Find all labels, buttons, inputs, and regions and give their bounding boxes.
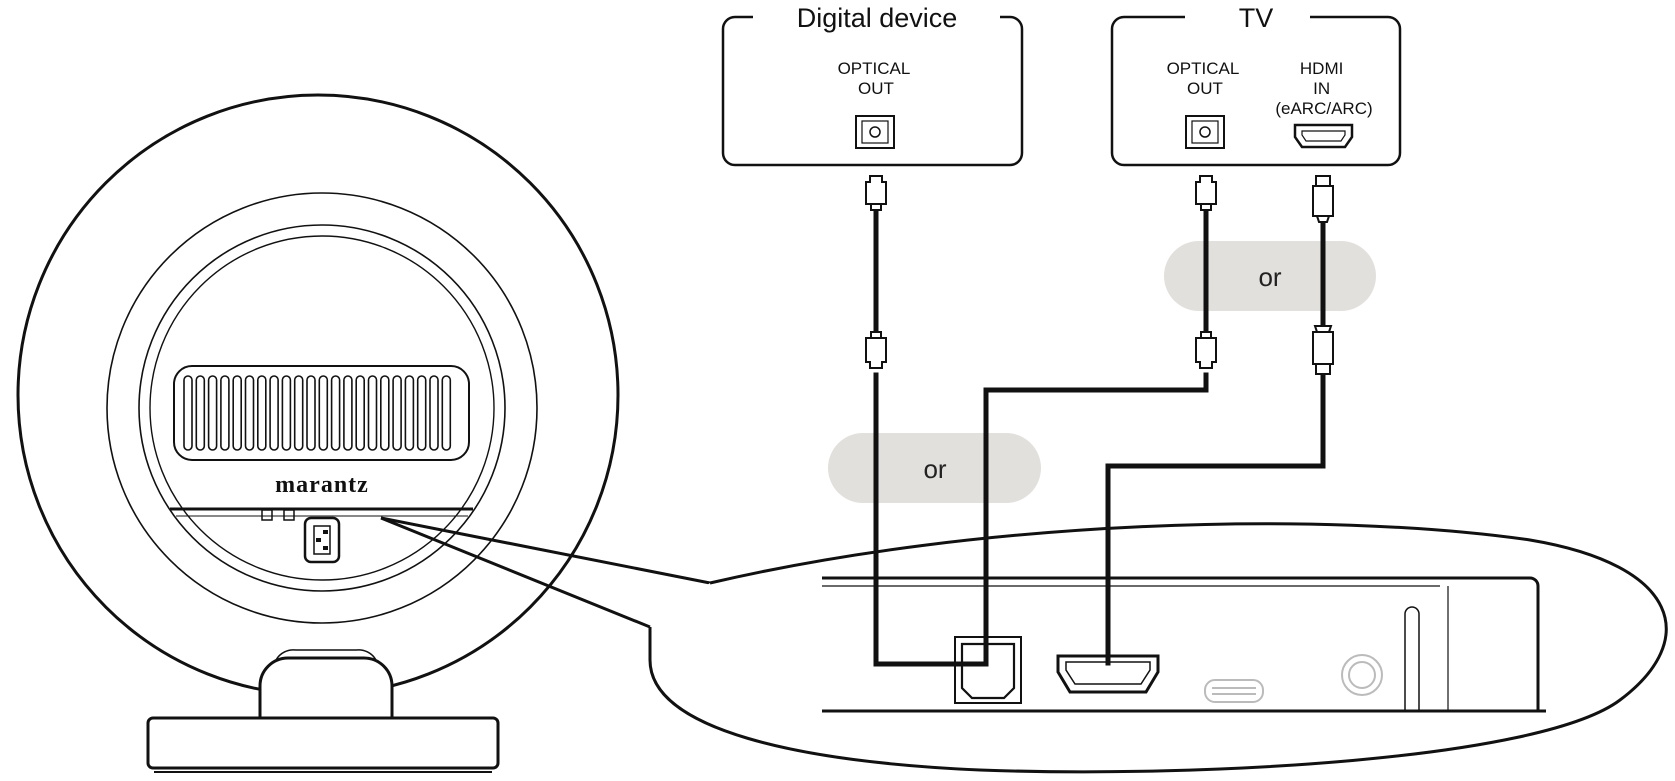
or-pill-tv: or — [1164, 241, 1376, 311]
hdmi-plug-icon — [1312, 325, 1334, 375]
speaker-base — [146, 716, 500, 770]
zoom-ellipse — [648, 522, 1668, 774]
speaker-ring-1 — [106, 192, 538, 624]
grille-slot — [416, 375, 427, 451]
grille-slot — [429, 375, 439, 451]
speaker-rear-view: marantz — [16, 93, 620, 773]
or-pill-source: or — [828, 433, 1041, 503]
tv-frame — [1110, 15, 1402, 167]
optical-cable-tv-run — [983, 372, 1209, 667]
grille-slot — [195, 375, 206, 451]
svg-text:or: or — [1258, 262, 1281, 292]
grille-slot — [269, 375, 279, 451]
grille-slot — [306, 375, 316, 451]
digital-optical-label: OPTICAL OUT — [838, 59, 915, 98]
grille-slot — [183, 375, 193, 451]
grille-slot — [379, 375, 390, 451]
zoomed-connector-panel — [648, 522, 1668, 774]
grille-slot — [293, 375, 304, 451]
tv-title: TV — [1239, 3, 1274, 33]
speaker-switch — [261, 509, 273, 521]
grille-slot — [367, 375, 378, 451]
panel-hdmi-port-icon — [1056, 654, 1160, 694]
digital-device-title: Digital device — [797, 3, 958, 33]
digital-device: Digital device OPTICAL OUT — [721, 3, 1024, 167]
grille-slot — [318, 375, 329, 451]
grille-slot — [207, 375, 218, 451]
optical-plug-icon — [1195, 175, 1217, 211]
optical-cable-digital-run — [873, 372, 986, 667]
speaker-ring-2 — [138, 224, 506, 592]
svg-text:or: or — [923, 454, 946, 484]
digital-optical-port-icon — [855, 115, 895, 149]
panel-usb-c-port-icon — [1204, 679, 1264, 703]
power-inlet-icon — [303, 516, 341, 564]
tv-device: TV OPTICAL OUT HDMI IN (eARC/ARC) — [1110, 3, 1402, 167]
grille-slot — [220, 375, 230, 451]
grille-slots — [183, 375, 452, 451]
optical-plug-icon — [865, 331, 887, 369]
grille-slot — [256, 375, 267, 451]
speaker-stand-neck — [258, 656, 394, 718]
grille-slot — [232, 375, 242, 451]
speaker-ring-3 — [149, 235, 495, 581]
grille-slot — [343, 375, 353, 451]
grille-slot — [404, 375, 415, 451]
cables — [873, 207, 1326, 667]
tv-optical-port-icon — [1185, 115, 1225, 149]
grille-slot — [281, 375, 292, 451]
hdmi-plug-icon — [1312, 175, 1334, 223]
grille-slot — [441, 375, 452, 451]
speaker-grille — [173, 365, 470, 461]
zoom-callout — [380, 516, 711, 629]
grille-slot — [330, 375, 341, 451]
panel-round-jack-icon — [1341, 654, 1383, 696]
tv-optical-label: OPTICAL OUT — [1167, 59, 1244, 98]
optical-plug-icon — [1195, 331, 1217, 369]
grille-slot — [244, 375, 255, 451]
grille-slot — [355, 375, 366, 451]
optical-plug-icon — [865, 175, 887, 211]
digital-device-frame — [721, 15, 1024, 167]
speaker-switch — [283, 509, 295, 521]
tv-hdmi-port-icon — [1293, 123, 1354, 149]
tv-hdmi-label: HDMI IN (eARC/ARC) — [1275, 59, 1372, 118]
speaker-brand: marantz — [275, 472, 369, 498]
grille-slot — [392, 375, 402, 451]
hdmi-cable-run — [1105, 371, 1326, 666]
